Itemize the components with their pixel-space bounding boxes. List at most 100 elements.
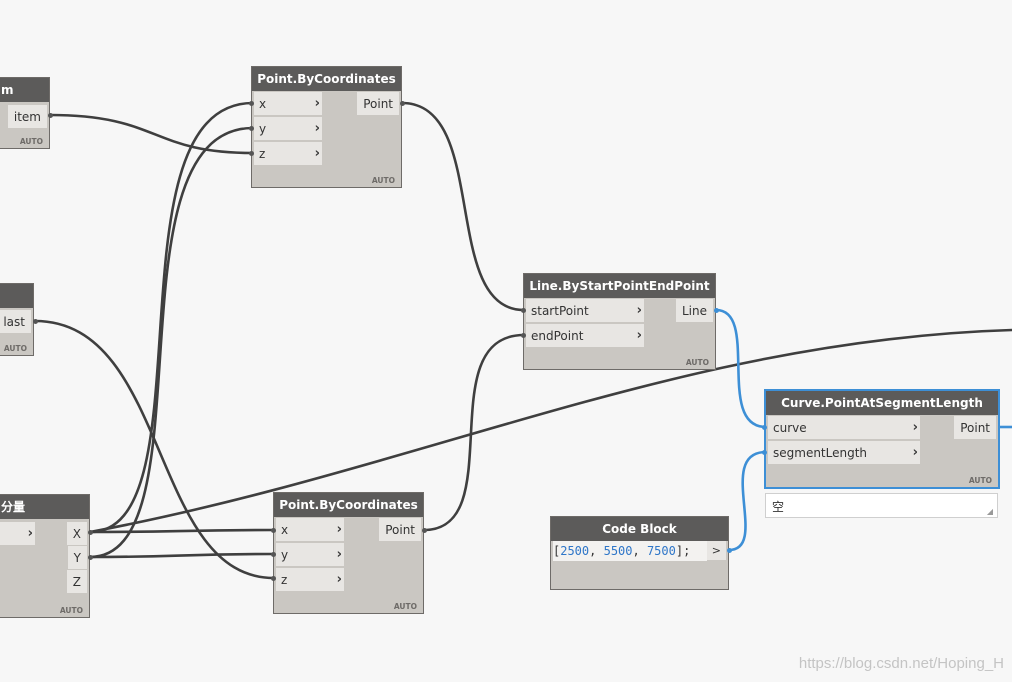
node-title: Line.ByStartPointEndPoint — [524, 274, 715, 298]
node-title: Point.ByCoordinates — [274, 493, 423, 517]
auto-label: AUTO — [393, 602, 417, 611]
auto-label: AUTO — [59, 606, 83, 615]
node-title: Point.ByCoordinates — [252, 67, 401, 91]
port-dot — [422, 528, 427, 533]
port-label: x — [281, 523, 289, 537]
code-token: [ — [553, 544, 561, 558]
port-label: y — [281, 548, 289, 562]
port-dot — [714, 308, 719, 313]
wire-line-to-curve[interactable] — [715, 308, 767, 429]
port-dot — [271, 552, 276, 557]
preview-value: 空 — [772, 500, 785, 514]
port-label: z — [259, 147, 266, 161]
chevron-right-icon: › — [27, 526, 33, 541]
port-dot — [271, 576, 276, 581]
wire-x-to-x2[interactable] — [89, 528, 275, 534]
port-dot — [521, 333, 526, 338]
port-dot — [762, 450, 767, 455]
node-title: Curve.PointAtSegmentLength — [766, 391, 998, 415]
node-title — [0, 284, 33, 308]
item-outport[interactable]: item — [7, 105, 47, 129]
line-by-start-end-node[interactable]: Line.ByStartPointEndPoint startPoint › e… — [523, 273, 716, 370]
port-dot — [400, 101, 405, 106]
port-label: x — [259, 97, 267, 111]
code-outport[interactable]: > — [706, 541, 726, 561]
point-outport[interactable]: Point — [379, 518, 421, 542]
port-dot — [249, 126, 254, 131]
code-number: 5500 — [603, 544, 633, 558]
chevron-right-icon: › — [912, 445, 918, 460]
code-text[interactable]: [2500, 5500, 7500]; — [553, 541, 709, 561]
resize-grip-icon[interactable]: ◢ — [986, 507, 993, 516]
watermark: https://blog.csdn.net/Hoping_H — [798, 655, 1004, 672]
chevron-right-icon: › — [336, 547, 342, 562]
node-title: 分量 — [0, 495, 89, 519]
wire-item-to-z[interactable] — [49, 113, 254, 155]
wire-y-to-y2[interactable] — [89, 552, 275, 559]
code-token: , — [632, 544, 647, 558]
auto-label: AUTO — [371, 176, 395, 185]
wire-point1-to-start[interactable] — [401, 101, 525, 312]
lastitem-node[interactable]: last AUTO — [0, 283, 34, 356]
port-dot — [521, 308, 526, 313]
y-inport[interactable]: y › — [254, 117, 322, 141]
port-dot — [271, 528, 276, 533]
code-token: ]; — [675, 544, 691, 558]
last-outport[interactable]: last — [0, 310, 31, 334]
code-number: 2500 — [560, 544, 590, 558]
port-label: curve — [773, 421, 807, 435]
startpoint-inport[interactable]: startPoint › — [526, 299, 644, 323]
code-block-node[interactable]: Code Block [2500, 5500, 7500]; > — [550, 516, 729, 590]
x-outport[interactable]: X — [66, 522, 87, 546]
port-label: z — [281, 573, 288, 587]
point-outport[interactable]: Point — [954, 416, 996, 440]
node-title: m — [0, 78, 49, 102]
point-by-coordinates-node-2[interactable]: Point.ByCoordinates x › y › z › Point AU… — [273, 492, 424, 614]
segmentlength-inport[interactable]: segmentLength › — [768, 441, 920, 465]
components-inport[interactable]: › — [0, 522, 35, 546]
chevron-right-icon: › — [314, 121, 320, 136]
auto-label: AUTO — [968, 476, 992, 485]
port-dot — [762, 425, 767, 430]
port-label: startPoint — [531, 304, 589, 318]
auto-label: AUTO — [685, 358, 709, 367]
y-outport[interactable]: Y — [67, 546, 87, 570]
point-outport[interactable]: Point — [357, 92, 399, 116]
z-inport[interactable]: z › — [254, 142, 322, 166]
wire-point2-to-end[interactable] — [423, 333, 525, 532]
chevron-right-icon: › — [912, 420, 918, 435]
endpoint-inport[interactable]: endPoint › — [526, 324, 644, 348]
components-node[interactable]: 分量 › X Y Z AUTO — [0, 494, 90, 618]
port-dot — [33, 319, 38, 324]
port-dot — [48, 113, 53, 118]
auto-label: AUTO — [3, 344, 27, 353]
x-inport[interactable]: x › — [254, 92, 322, 116]
z-outport[interactable]: Z — [66, 570, 87, 594]
port-dot — [249, 101, 254, 106]
port-dot — [249, 151, 254, 156]
curve-point-at-segment-length-node[interactable]: Curve.PointAtSegmentLength curve › segme… — [764, 389, 1000, 489]
port-dot — [727, 548, 732, 553]
node-title: Code Block — [551, 517, 728, 541]
preview-bubble[interactable]: 空 ◢ — [765, 493, 998, 518]
wire-y-to-y1[interactable] — [89, 126, 254, 559]
point-by-coordinates-node-1[interactable]: Point.ByCoordinates x › y › z › Point AU… — [251, 66, 402, 188]
port-dot — [88, 555, 93, 560]
chevron-right-icon: › — [636, 328, 642, 343]
getitem-node[interactable]: m item AUTO — [0, 77, 50, 149]
chevron-right-icon: › — [336, 572, 342, 587]
curve-inport[interactable]: curve › — [768, 416, 920, 440]
x-inport[interactable]: x › — [276, 518, 344, 542]
z-inport[interactable]: z › — [276, 568, 344, 592]
wire-x-to-x1[interactable] — [89, 101, 254, 534]
port-label: endPoint — [531, 329, 584, 343]
y-inport[interactable]: y › — [276, 543, 344, 567]
chevron-right-icon: › — [336, 522, 342, 537]
chevron-right-icon: › — [636, 303, 642, 318]
wire-code-to-segment[interactable] — [728, 450, 767, 552]
chevron-right-icon: › — [314, 146, 320, 161]
line-outport[interactable]: Line — [675, 299, 713, 323]
port-dot — [88, 530, 93, 535]
auto-label: AUTO — [19, 137, 43, 146]
